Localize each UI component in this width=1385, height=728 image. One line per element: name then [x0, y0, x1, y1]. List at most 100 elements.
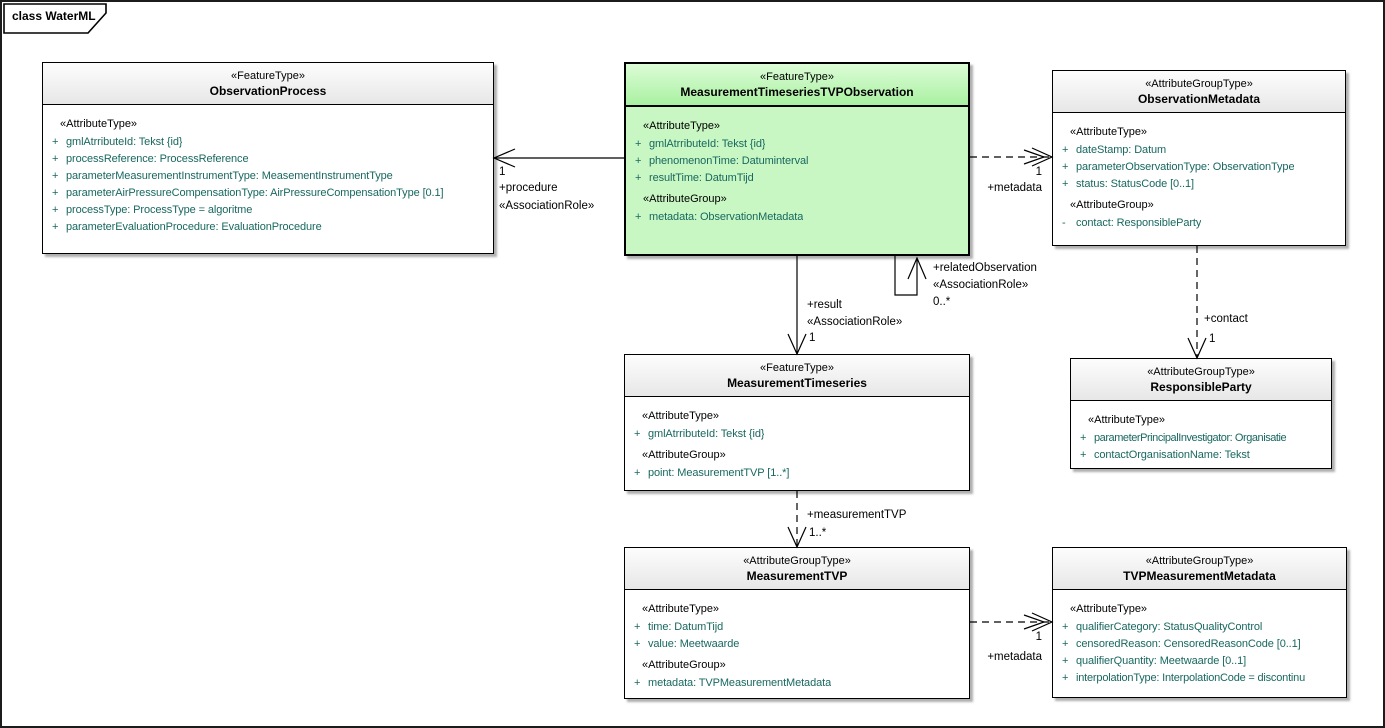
attribute-text: resultTime: DatumTijd [649, 172, 754, 184]
class-responsible-party[interactable]: «AttributeGroupType» ResponsibleParty «A… [1070, 358, 1332, 469]
visibility: + [635, 211, 642, 223]
connector-procedure [492, 148, 624, 168]
attribute-row: + point: MeasurementTVP [1..*] [625, 465, 969, 482]
visibility: + [1062, 161, 1069, 173]
attribute-text: value: Meetwaarde [648, 638, 740, 650]
class-name: TVPMeasurementMetadata [1123, 569, 1276, 583]
attribute-text: point: MeasurementTVP [1..*] [648, 467, 790, 479]
visibility: + [52, 170, 59, 182]
visibility: + [52, 221, 59, 233]
attribute-row: + dateStamp: Datum [1053, 142, 1345, 159]
visibility: + [1062, 144, 1069, 156]
class-attribute-compartment: «AttributeType» + dateStamp: Datum +param… [1053, 113, 1345, 232]
attribute-row: +processType: ProcessType = algoritme [43, 202, 493, 219]
class-attribute-compartment: «AttributeType» + gmlAtrributeId: Tekst {… [625, 397, 969, 482]
section-header: «AttributeType» [1088, 414, 1166, 426]
attribute-row: +qualifierQuantity: Meetwaarde [0..1] [1053, 653, 1346, 670]
class-observation-metadata[interactable]: «AttributeGroupType» ObservationMetadata… [1052, 70, 1346, 246]
class-stereotype: «AttributeGroupType» [1145, 78, 1253, 90]
attribute-text: metadata: TVPMeasurementMetadata [648, 677, 832, 689]
class-name: MeasurementTVP [746, 569, 848, 583]
class-observation-process[interactable]: «FeatureType» ObservationProcess «Attrib… [42, 62, 494, 254]
attribute-row: +phenomenonTime: Datuminterval [626, 153, 968, 170]
class-attribute-compartment: «AttributeType» +qualifierCategory: Stat… [1053, 590, 1346, 687]
attribute-row: + qualifierCategory: StatusQualityControl [1053, 619, 1346, 636]
attribute-text: gmlAtrributeId: Tekst {id} [66, 136, 183, 148]
result-role-label: +result [807, 299, 842, 311]
attribute-text: qualifierCategory: StatusQualityControl [1076, 621, 1263, 633]
procedure-role-label: +procedure [499, 182, 558, 194]
attribute-row: +parameterAirPressureCompensationType: A… [43, 185, 493, 202]
class-stereotype: «FeatureType» [760, 71, 834, 83]
class-name: ObservationMetadata [1137, 92, 1261, 106]
class-stereotype: «FeatureType» [760, 362, 834, 374]
visibility: + [52, 187, 59, 199]
attribute-row: +censoredReason: CensoredReasonCode [0..… [1053, 636, 1346, 653]
visibility: + [1062, 672, 1069, 684]
attribute-text: processReference: ProcessReference [66, 153, 249, 165]
section-header: «AttributeGroup» [642, 659, 726, 671]
class-stereotype: «AttributeGroupType» [1145, 555, 1254, 567]
attribute-row: +time: DatumTijd [625, 619, 969, 636]
section-header: «AttributeType» [60, 118, 138, 130]
attribute-row: +parameterObservationType: ObservationTy… [1053, 159, 1345, 176]
class-name: MeasurementTimeseriesTVPObservation [680, 85, 914, 99]
attribute-row: + metadata: ObservationMetadata [626, 209, 968, 226]
class-header: «AttributeGroupType» TVPMeasurementMetad… [1053, 548, 1346, 590]
visibility: + [1080, 449, 1087, 461]
class-measurement-timeseries-tvp-observation[interactable]: «FeatureType» MeasurementTimeseriesTVPOb… [624, 62, 970, 256]
class-header: «AttributeGroupType» ObservationMetadata [1053, 71, 1345, 113]
class-name: MeasurementTimeseries [727, 376, 867, 390]
attribute-row: -contact: ResponsibleParty [1053, 215, 1345, 232]
attribute-row: +status: StatusCode [0..1] [1053, 176, 1345, 193]
visibility: + [635, 172, 642, 184]
section-header: «AttributeGroup» [642, 449, 726, 461]
class-header: «FeatureType» MeasurementTimeseries [625, 355, 969, 397]
diagram-frame-label: class WaterML [12, 9, 96, 23]
class-attribute-compartment: «AttributeType» + gmlAtrributeId: Tekst {… [626, 107, 968, 226]
related-observation-multiplicity: 0..* [933, 296, 951, 308]
section-header: «AttributeType» [642, 603, 720, 615]
section-header: «AttributeType» [1070, 126, 1148, 138]
class-measurement-tvp[interactable]: «AttributeGroupType» MeasurementTVP «Att… [624, 547, 970, 699]
attribute-text: metadata: ObservationMetadata [649, 211, 804, 223]
procedure-stereotype-label: «AssociationRole» [499, 200, 595, 212]
section-header: «AttributeType» [643, 120, 721, 132]
attribute-text: censoredReason: CensoredReasonCode [0..1… [1076, 638, 1301, 650]
class-attribute-compartment: «AttributeType» +parameterPrincipalInves… [1071, 401, 1331, 464]
visibility: + [634, 467, 641, 479]
visibility: + [1062, 621, 1069, 633]
class-stereotype: «AttributeGroupType» [743, 555, 851, 567]
related-observation-role-label: +relatedObservation [933, 262, 1037, 274]
class-attribute-compartment: «AttributeType» + gmlAtrributeId: Tekst {… [43, 105, 493, 236]
section-header: «AttributeGroup» [643, 193, 727, 205]
class-name: ObservationProcess [209, 84, 327, 98]
class-attribute-compartment: «AttributeType» +time: DatumTijd +value:… [625, 590, 969, 692]
attribute-text: gmlAtrributeId: Tekst {id} [649, 138, 766, 150]
attribute-row: + value: Meetwaarde [625, 636, 969, 653]
contact-role-label: +contact [1204, 313, 1248, 325]
attribute-row: + resultTime: DatumTijd [626, 170, 968, 187]
section-header: «AttributeGroup» [1070, 199, 1154, 211]
attribute-text: contactOrganisationName: Tekst [1094, 449, 1250, 461]
attribute-text: gmlAtrributeId: Tekst {id} [648, 428, 765, 440]
attribute-row: + contactOrganisationName: Tekst [1071, 447, 1331, 464]
visibility: + [634, 638, 641, 650]
class-header: «FeatureType» ObservationProcess [43, 63, 493, 105]
visibility: + [1080, 432, 1087, 444]
visibility: + [634, 677, 641, 689]
attribute-row: +processReference: ProcessReference [43, 151, 493, 168]
section-header: «AttributeType» [642, 410, 720, 422]
class-measurement-timeseries[interactable]: «FeatureType» MeasurementTimeseries «Att… [624, 354, 970, 491]
measurement-tvp-multiplicity: 1..* [809, 527, 827, 539]
attribute-text: time: DatumTijd [648, 621, 724, 633]
class-tvp-measurement-metadata[interactable]: «AttributeGroupType» TVPMeasurementMetad… [1052, 547, 1347, 698]
visibility: + [635, 138, 642, 150]
attribute-text: processType: ProcessType = algoritme [66, 204, 253, 216]
metadata-bottom-role-label: +metadata [987, 651, 1042, 663]
connector-contact [1187, 246, 1207, 360]
attribute-text: dateStamp: Datum [1076, 144, 1167, 156]
attribute-row: + metadata: TVPMeasurementMetadata [625, 675, 969, 692]
visibility: + [1062, 178, 1069, 190]
result-stereotype-label: «AssociationRole» [807, 316, 903, 328]
